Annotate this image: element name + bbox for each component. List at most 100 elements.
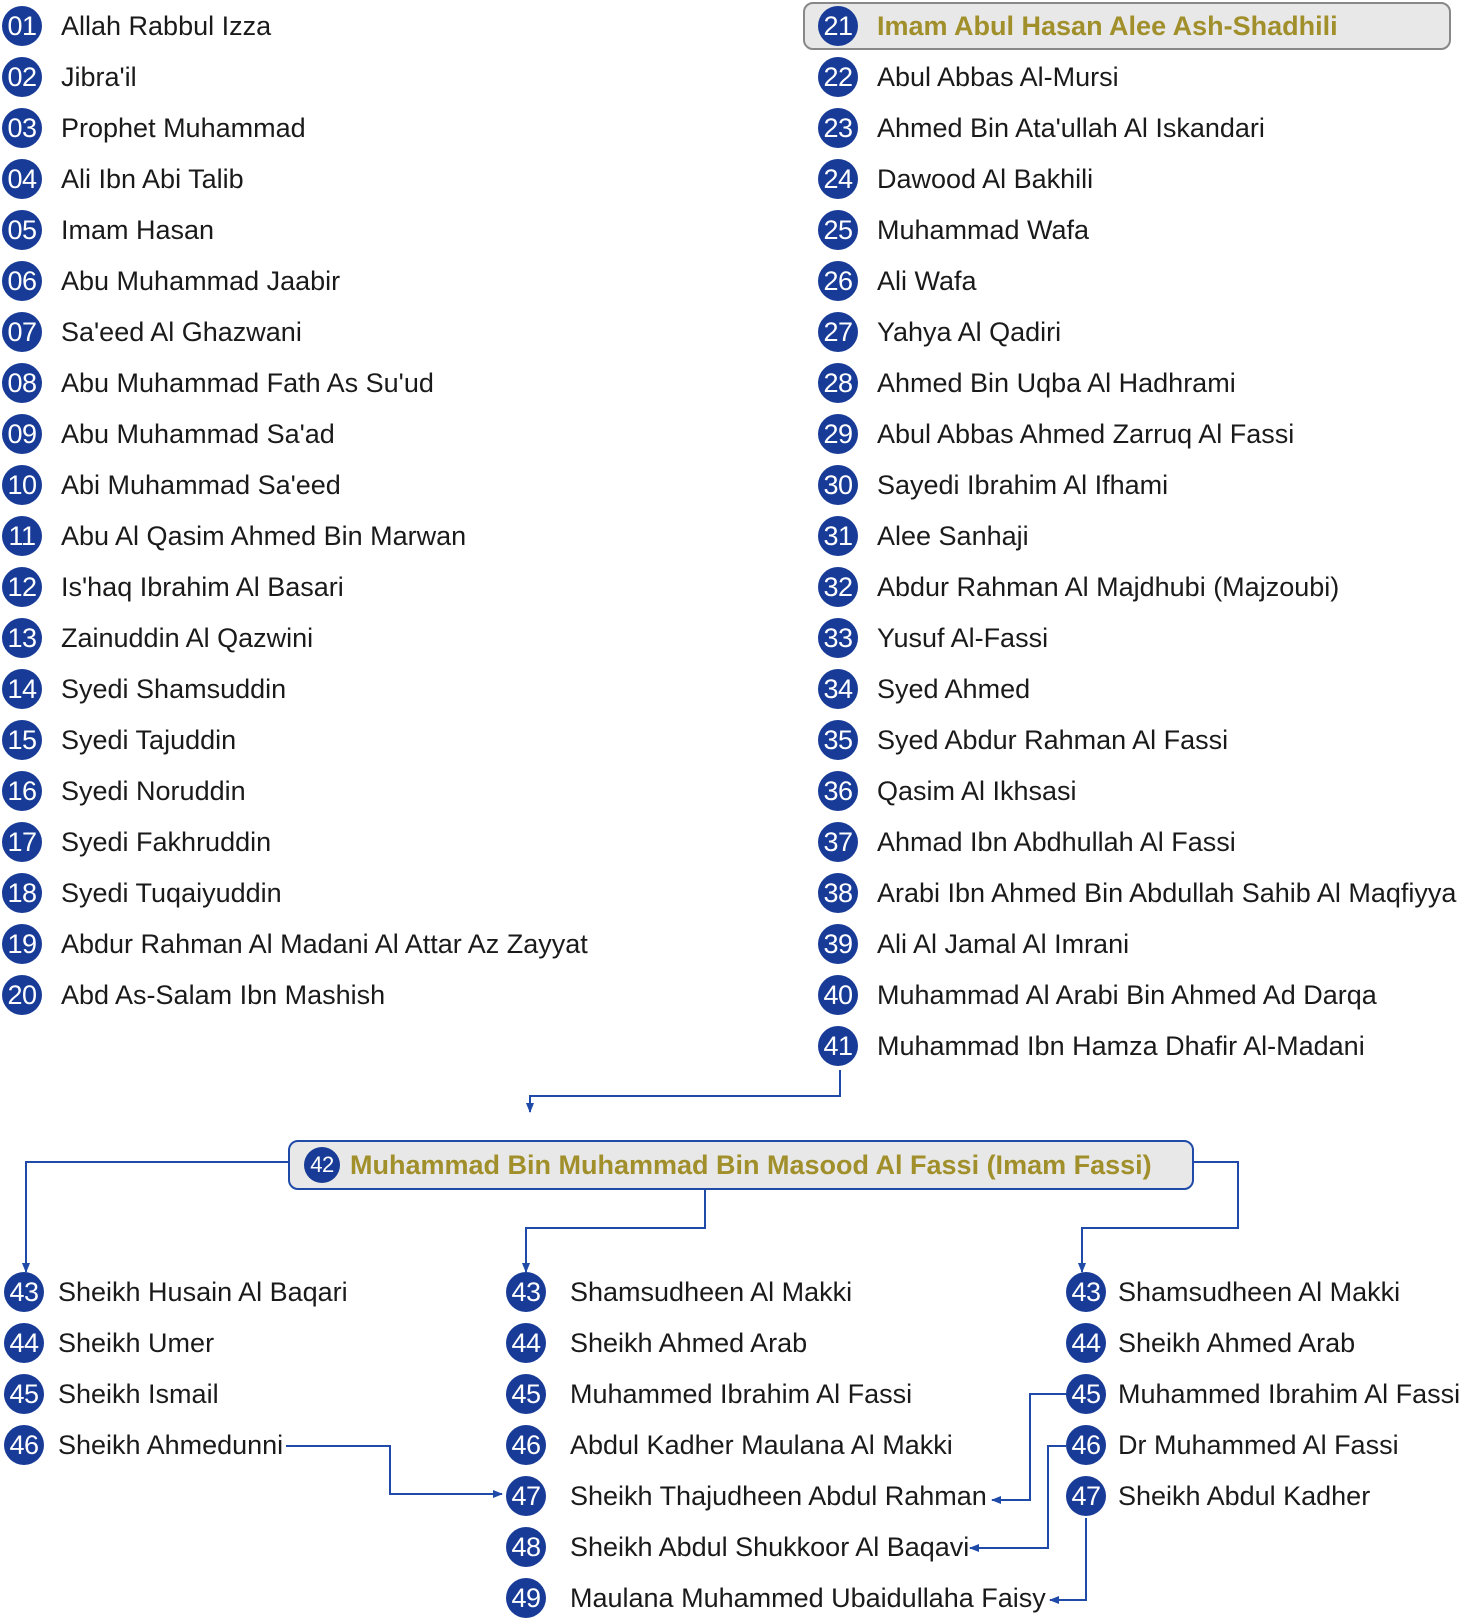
item-name: Alee Sanhaji: [877, 520, 1029, 551]
number-badge: 32: [818, 567, 858, 607]
list-item: 46 Dr Muhammed Al Fassi: [1066, 1423, 1399, 1467]
item-name: Muhammed Ibrahim Al Fassi: [570, 1378, 913, 1409]
item-name: Sheikh Husain Al Baqari: [58, 1276, 348, 1307]
number-badge: 46: [4, 1425, 44, 1465]
number-badge: 24: [818, 159, 858, 199]
number-badge: 43: [4, 1272, 44, 1312]
item-name: Ahmed Bin Ata'ullah Al Iskandari: [877, 112, 1265, 143]
number-badge: 21: [818, 6, 858, 46]
item-name: Muhammad Ibn Hamza Dhafir Al-Madani: [877, 1030, 1365, 1061]
item-name: Abd As-Salam Ibn Mashish: [61, 979, 386, 1010]
item-name: Sheikh Ahmed Arab: [1118, 1327, 1356, 1358]
number-badge: 36: [818, 771, 858, 811]
list-item: 04 Ali Ibn Abi Talib: [2, 157, 244, 201]
number-badge: 02: [2, 57, 42, 97]
item-name: Sayedi Ibrahim Al Ifhami: [877, 469, 1169, 500]
number-badge: 47: [506, 1476, 546, 1516]
number-badge: 06: [2, 261, 42, 301]
item-name: Ali Wafa: [877, 265, 977, 296]
number-badge: 05: [2, 210, 42, 250]
highlight-box-21: [803, 2, 1451, 50]
item-name: Zainuddin Al Qazwini: [61, 622, 314, 653]
center-node-name: Muhammad Bin Muhammad Bin Masood Al Fass…: [350, 1149, 1152, 1180]
connector-right47-to-middle49: [1049, 1518, 1087, 1604]
number-badge: 33: [818, 618, 858, 658]
list-item: 20 Abd As-Salam Ibn Mashish: [2, 973, 385, 1017]
item-name: Sheikh Ahmedunni: [58, 1429, 284, 1460]
item-name: Dr Muhammed Al Fassi: [1118, 1429, 1399, 1460]
number-badge: 23: [818, 108, 858, 148]
number-badge: 16: [2, 771, 42, 811]
number-badge: 26: [818, 261, 858, 301]
item-name: Sheikh Abdul Shukkoor Al Baqavi: [570, 1531, 970, 1562]
item-name: Ali Ibn Abi Talib: [61, 163, 244, 194]
item-name: Sheikh Ismail: [58, 1378, 219, 1409]
list-item: 17 Syedi Fakhruddin: [2, 820, 271, 864]
item-name: Imam Abul Hasan Alee Ash-Shadhili: [877, 10, 1338, 41]
number-badge: 20: [2, 975, 42, 1015]
number-badge: 35: [818, 720, 858, 760]
item-name: Syedi Noruddin: [61, 775, 246, 806]
number-badge: 37: [818, 822, 858, 862]
item-name: Abdur Rahman Al Majdhubi (Majzoubi): [877, 571, 1340, 602]
item-name: Syedi Tuqaiyuddin: [61, 877, 282, 908]
number-badge: 46: [1066, 1425, 1106, 1465]
number-badge: 34: [818, 669, 858, 709]
item-name: Abu Muhammad Jaabir: [61, 265, 341, 296]
item-name: Syedi Fakhruddin: [61, 826, 272, 857]
number-badge: 38: [818, 873, 858, 913]
number-badge: 09: [2, 414, 42, 454]
number-badge: 43: [1066, 1272, 1106, 1312]
number-badge: 41: [818, 1026, 858, 1066]
item-name: Yahya Al Qadiri: [877, 316, 1062, 347]
list-item: 43 Sheikh Husain Al Baqari: [4, 1270, 348, 1314]
number-badge: 40: [818, 975, 858, 1015]
item-name: Abdul Kadher Maulana Al Makki: [570, 1429, 953, 1460]
number-badge: 04: [2, 159, 42, 199]
list-item: 33 Yusuf Al-Fassi: [818, 616, 1048, 660]
item-name: Abdur Rahman Al Madani Al Attar Az Zayya…: [61, 928, 588, 959]
list-item: 06 Abu Muhammad Jaabir: [2, 259, 340, 303]
number-badge: 49: [506, 1578, 546, 1618]
item-name: Syedi Shamsuddin: [61, 673, 287, 704]
number-badge: 08: [2, 363, 42, 403]
number-badge: 17: [2, 822, 42, 862]
item-name: Muhammad Wafa: [877, 214, 1090, 245]
number-badge: 44: [506, 1323, 546, 1363]
list-item: 16 Syedi Noruddin: [2, 769, 246, 813]
item-name: Muhammad Al Arabi Bin Ahmed Ad Darqa: [877, 979, 1377, 1010]
number-badge: 18: [2, 873, 42, 913]
item-name: Yusuf Al-Fassi: [877, 622, 1049, 653]
item-name: Sa'eed Al Ghazwani: [61, 316, 302, 347]
connector-right45-to-middle47: [991, 1393, 1066, 1504]
item-name: Qasim Al Ikhsasi: [877, 775, 1077, 806]
number-badge: 48: [506, 1527, 546, 1567]
list-item: 32 Abdur Rahman Al Majdhubi (Majzoubi): [818, 565, 1339, 609]
item-name: Syedi Tajuddin: [61, 724, 237, 755]
item-name: Abul Abbas Ahmed Zarruq Al Fassi: [877, 418, 1295, 449]
center-node-box: [288, 1140, 1194, 1190]
list-item: 26 Ali Wafa: [818, 259, 977, 303]
list-item: 46 Sheikh Ahmedunni: [4, 1423, 283, 1467]
